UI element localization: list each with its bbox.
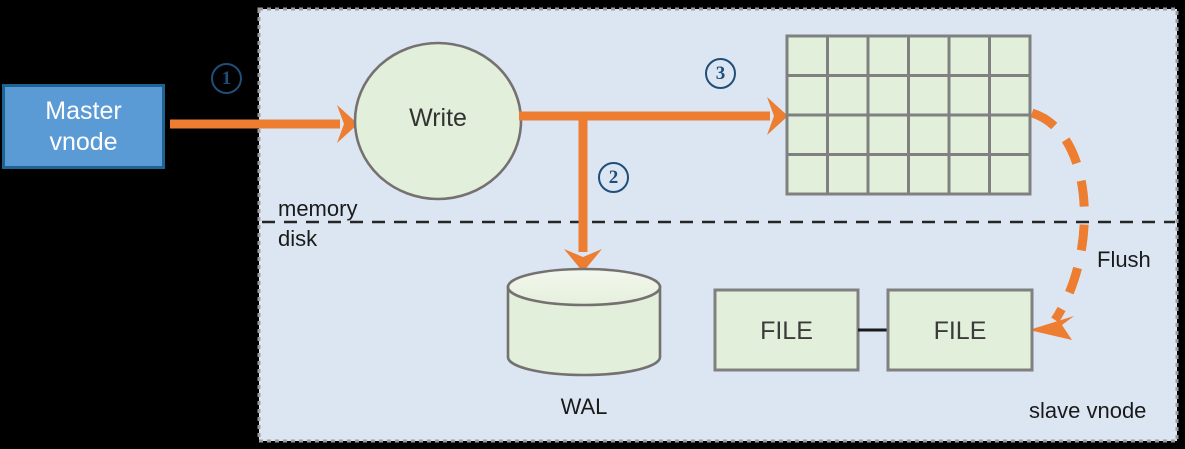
master-vnode-label-line1: Master (45, 97, 122, 125)
wal-cylinder (506, 267, 662, 377)
step-marker-1: 1 (211, 63, 242, 94)
flush-arrow (1029, 108, 1089, 340)
file-box-2-label: FILE (933, 317, 987, 345)
master-vnode-box[interactable]: Master vnode (2, 84, 165, 169)
file-box-1 (713, 288, 860, 372)
memory-label: memory (278, 196, 358, 221)
disk-label: disk (278, 226, 318, 251)
memtable-grid (785, 34, 1032, 196)
write-node (353, 41, 523, 201)
arrow-step-2 (564, 116, 602, 272)
arrow-step-3 (519, 97, 788, 135)
file-box-1-label: FILE (760, 317, 813, 345)
master-vnode-label-line2: vnode (49, 127, 118, 156)
slave-vnode-label: slave vnode (1029, 398, 1147, 423)
step-marker-2: 2 (598, 162, 629, 193)
write-node-label: Write (409, 104, 467, 132)
flush-label: Flush (1097, 247, 1151, 272)
step-marker-3: 3 (705, 58, 736, 89)
arrow-step-1 (170, 105, 358, 143)
wal-label: WAL (560, 394, 608, 419)
file-box-2 (886, 288, 1034, 372)
